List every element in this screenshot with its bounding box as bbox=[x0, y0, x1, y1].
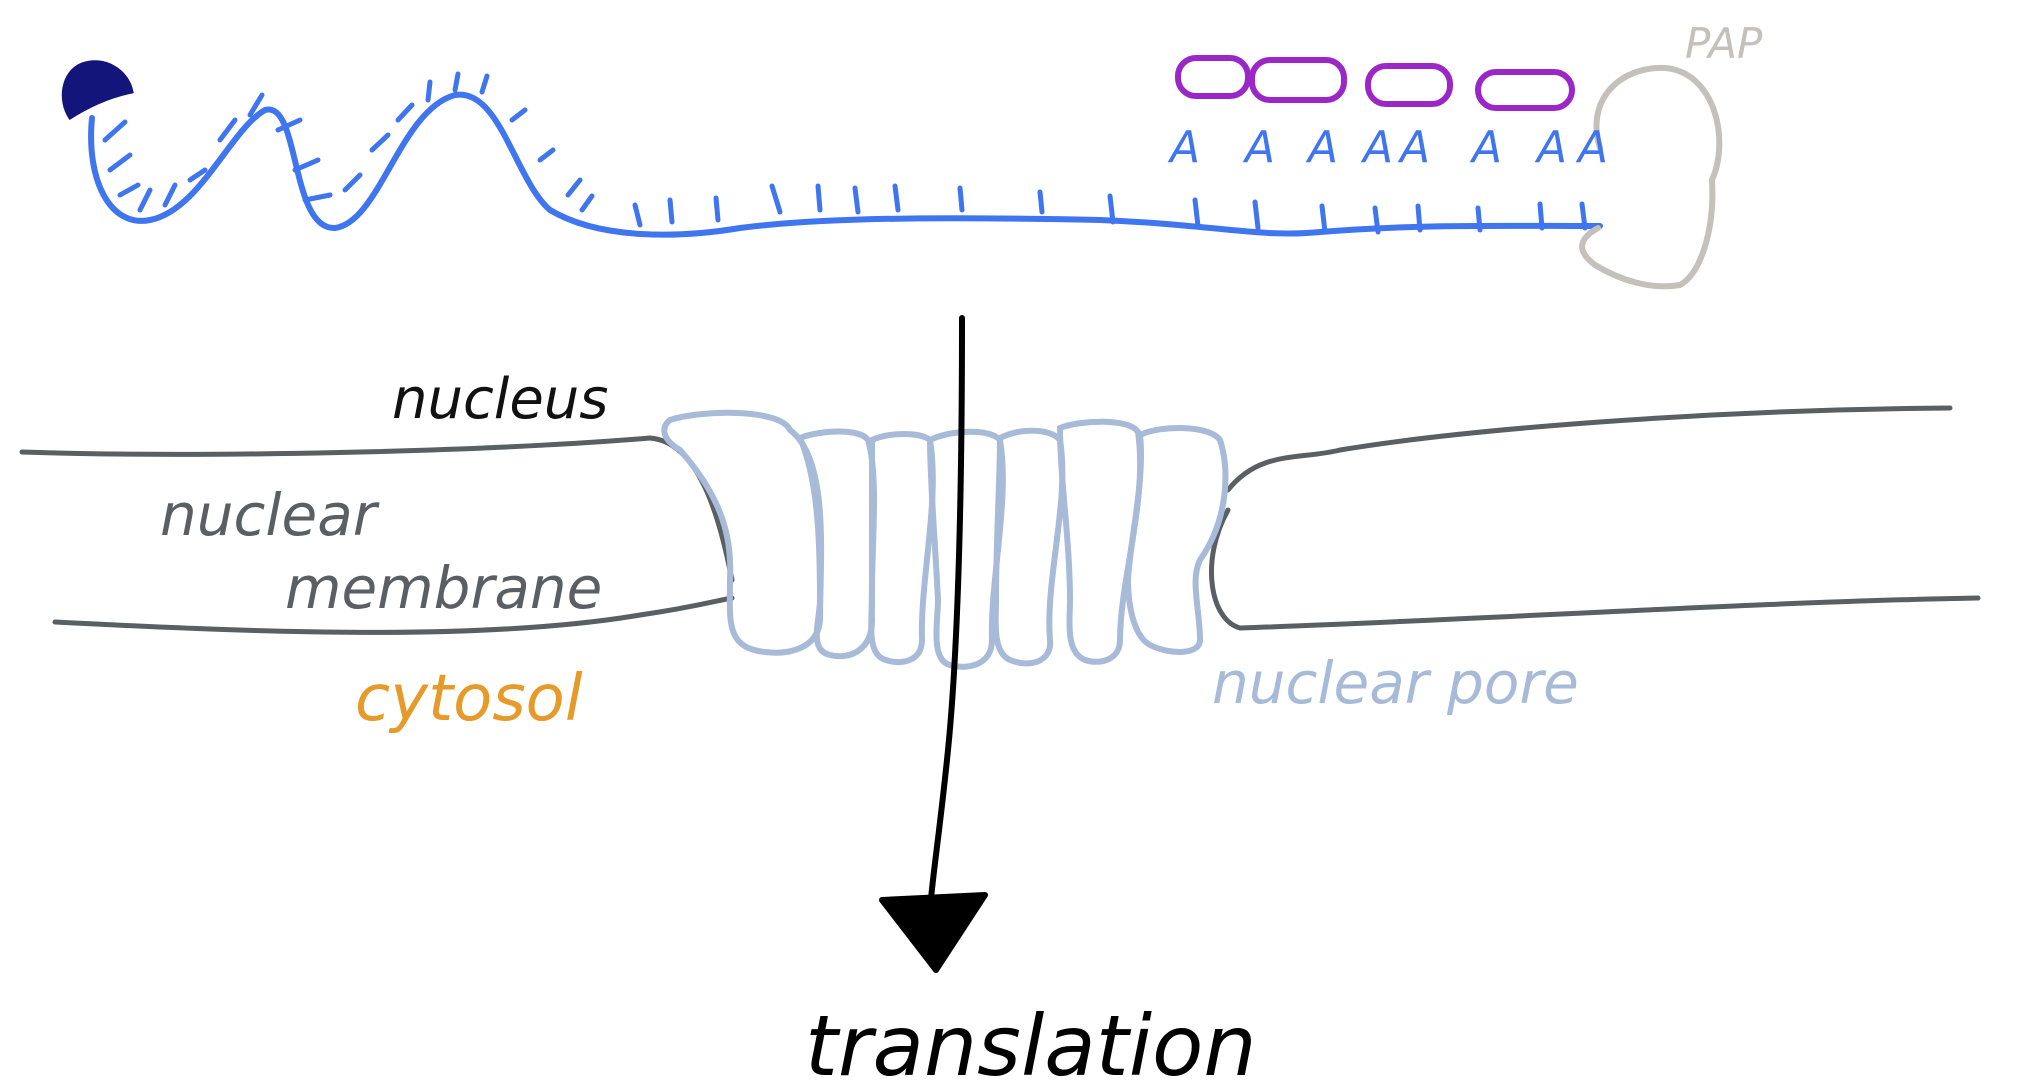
poly-a-letter: A bbox=[1575, 122, 1608, 173]
translation-label: translation bbox=[805, 997, 1257, 1085]
export-arrow-shaft bbox=[927, 315, 965, 913]
nuclear-membrane-label-line2: membrane bbox=[285, 554, 602, 622]
five-prime-cap bbox=[61, 60, 134, 121]
pore-subunit bbox=[796, 428, 877, 660]
nuclear-membrane-label-line1: nuclear bbox=[160, 481, 380, 549]
pore-subunit bbox=[926, 428, 1006, 670]
nuclear-membrane bbox=[19, 405, 1981, 635]
pore-subunit bbox=[992, 427, 1066, 667]
pap-label: PAP bbox=[1685, 19, 1763, 68]
poly-a-binding-proteins bbox=[1175, 55, 1575, 111]
poly-a-letter: A bbox=[1167, 122, 1200, 173]
nuclear-pore bbox=[661, 409, 1229, 670]
nucleus-label: nucleus bbox=[392, 367, 608, 432]
poly-a-letter: A bbox=[1397, 122, 1430, 173]
poly-a-tail: A A A A A A A A bbox=[1167, 122, 1608, 173]
pap-enzyme bbox=[1579, 64, 1723, 290]
pabp bbox=[1475, 69, 1575, 111]
cytosol-label: cytosol bbox=[355, 662, 583, 736]
pabp bbox=[1175, 55, 1251, 99]
poly-a-letter: A bbox=[1469, 122, 1502, 173]
pabp bbox=[1249, 57, 1347, 103]
poly-a-letter: A bbox=[1534, 122, 1567, 173]
mrna-base-ticks bbox=[102, 71, 1588, 235]
poly-a-letter: A bbox=[1242, 122, 1275, 173]
pore-subunit bbox=[1124, 425, 1229, 655]
poly-a-letter: A bbox=[1305, 122, 1338, 173]
poly-a-letter: A bbox=[1360, 122, 1393, 173]
mrna-strand bbox=[88, 91, 1603, 238]
nuclear-pore-label: nuclear pore bbox=[1212, 649, 1579, 717]
pore-subunit bbox=[1056, 418, 1144, 665]
pore-subunit bbox=[868, 431, 936, 666]
export-arrow-head bbox=[879, 892, 988, 973]
pore-subunit bbox=[661, 409, 825, 656]
pabp bbox=[1365, 63, 1453, 107]
